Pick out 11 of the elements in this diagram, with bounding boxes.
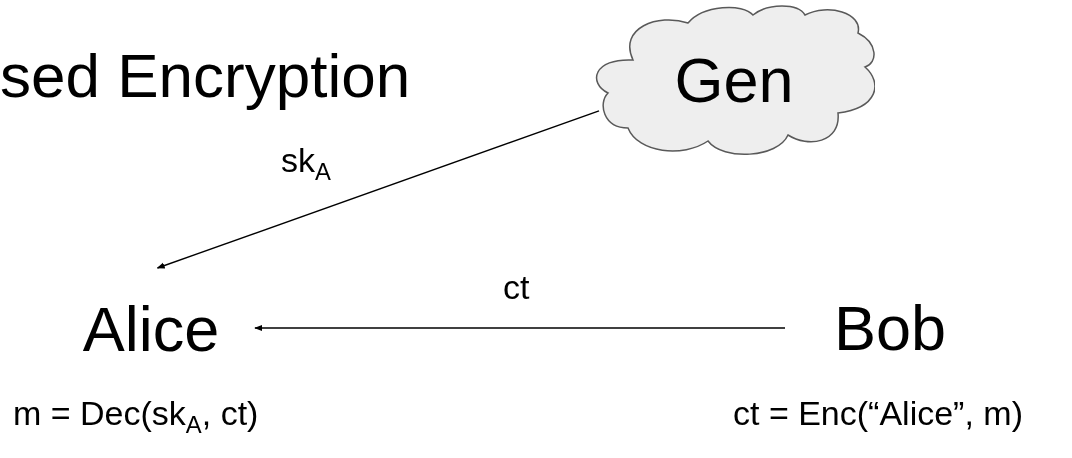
- edge-label: sk$_{A}$: [280, 141, 332, 180]
- party-label: Bob: [833, 292, 947, 364]
- cloud-shape: [593, 3, 875, 157]
- title: sed Encryption: [0, 40, 411, 111]
- formula-text: m = Dec(sk$_{A}$, ct): [12, 394, 260, 433]
- edge-label: ct: [502, 268, 531, 307]
- arrow: [254, 324, 786, 332]
- node-label: Gen: [674, 44, 794, 116]
- arrow: [156, 110, 600, 269]
- formula-text: ct = Enc(“Alice”, m): [732, 394, 1024, 433]
- party-label: Alice: [82, 293, 220, 365]
